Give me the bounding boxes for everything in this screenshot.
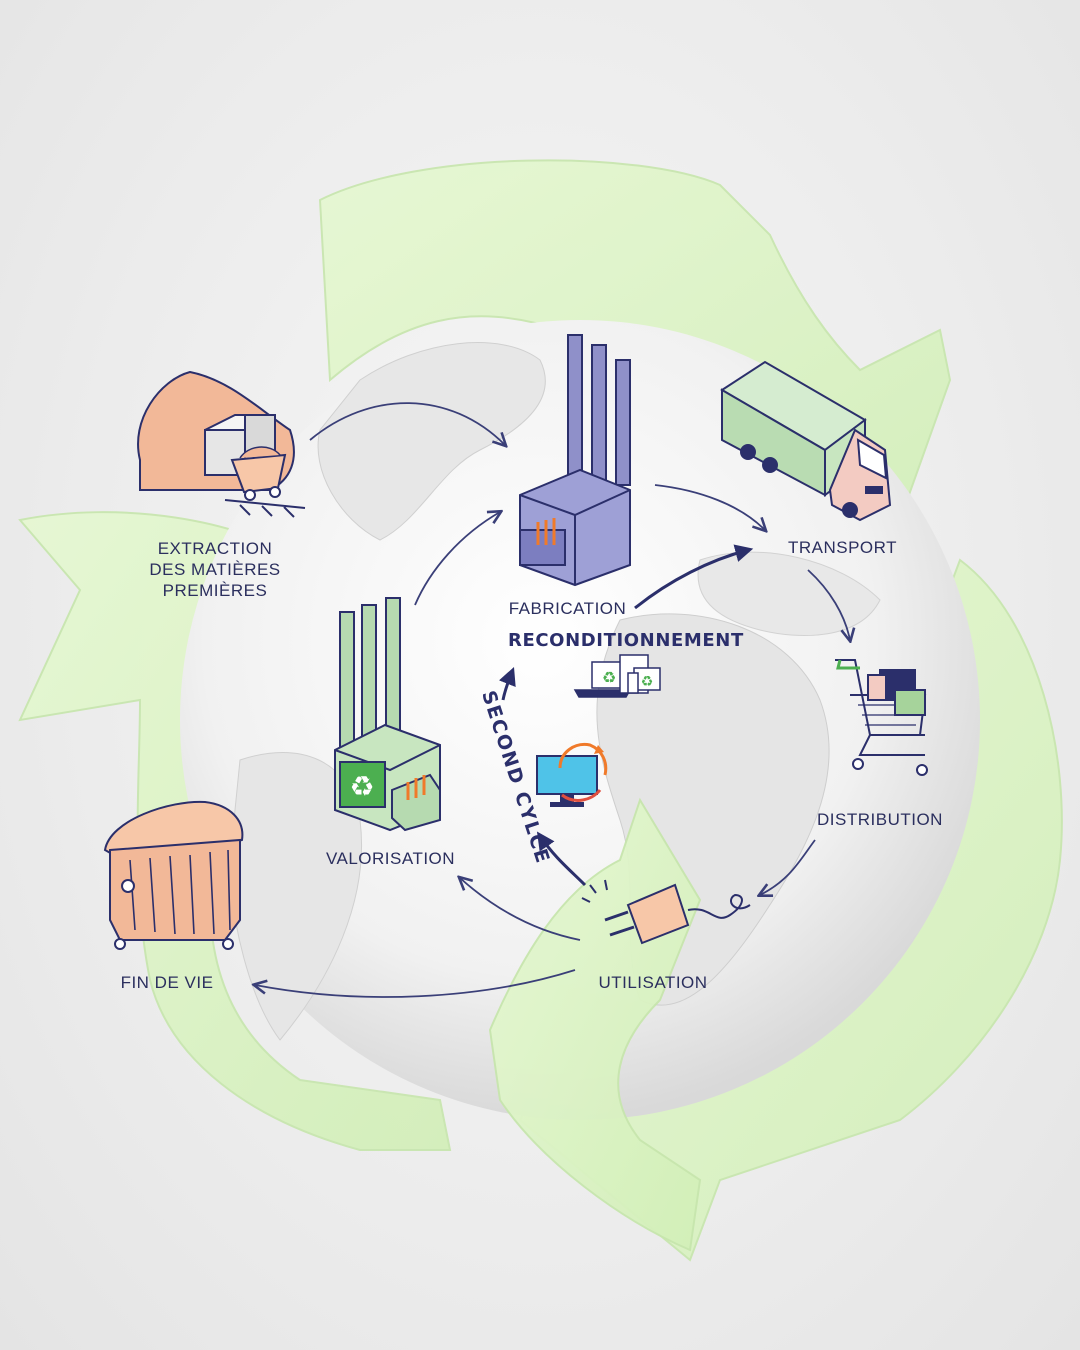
label-valorisation: VALORISATION [325, 849, 456, 868]
recycling-factory-icon: ♻ [334, 597, 441, 832]
arrow-second-cycle-up [498, 666, 516, 701]
arrow-extraction-fabrication [309, 402, 505, 445]
label-transport: TRANSPORT [787, 538, 898, 557]
truck-icon [720, 360, 892, 522]
arrow-utilisation-valorisation [460, 878, 581, 941]
label-reconditionnement: RECONDITIONNEMENT [508, 630, 744, 651]
dumpster-icon [103, 800, 244, 950]
plug-icon [581, 879, 751, 945]
flow-arrows [255, 402, 850, 998]
label-fabrication: FABRICATION [508, 599, 627, 618]
shopping-cart-icon [835, 659, 928, 776]
factory-icon [519, 334, 631, 587]
arrow-utilisation-findevie [255, 969, 576, 998]
svg-text:♻: ♻ [641, 674, 654, 690]
svg-text:♻: ♻ [349, 770, 374, 803]
continent-americas [317, 342, 546, 541]
label-distribution: DISTRIBUTION [817, 810, 943, 829]
arrow-valorisation-fabrication [414, 512, 500, 606]
mine-icon [137, 370, 306, 518]
arrow-fabrication-reconditionnement [634, 544, 754, 610]
arrow-fabrication-transport [654, 484, 765, 530]
label-fin-de-vie: FIN DE VIE [120, 973, 214, 992]
arrow-transport-distribution [807, 569, 850, 640]
svg-text:♻: ♻ [602, 668, 616, 687]
arrow-utilisation-second-cycle [536, 831, 587, 887]
continent-south-america [229, 752, 362, 1041]
label-extraction: EXTRACTION DES MATIÈRES PREMIÈRES [149, 539, 281, 600]
globe [180, 320, 980, 1120]
label-utilisation: UTILISATION [598, 973, 708, 992]
devices-recycle-icon: ♻ ♻ [573, 654, 661, 698]
second-cycle-arrows [498, 544, 754, 887]
arrow-distribution-utilisation [760, 839, 816, 895]
monitor-refresh-icon [536, 742, 608, 807]
